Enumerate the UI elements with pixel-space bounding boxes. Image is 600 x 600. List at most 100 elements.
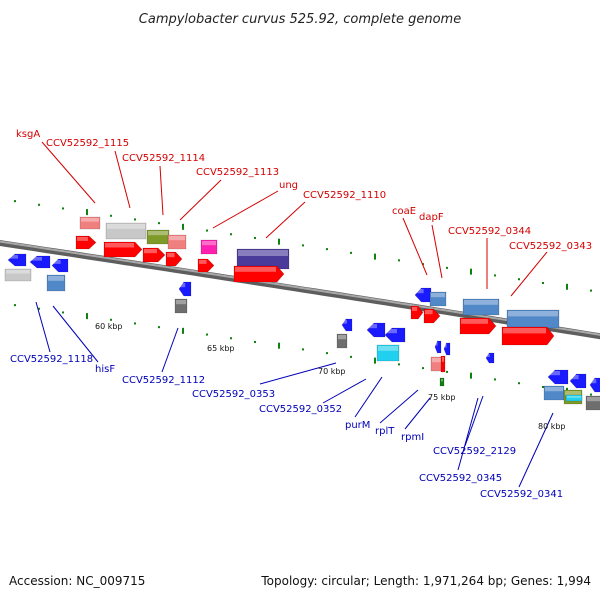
gene-glyph-shine <box>565 391 581 396</box>
map-title: Campylobacter curvus 525.92, complete ge… <box>139 12 461 27</box>
leader-line <box>52 305 99 363</box>
gene-glyph-shine <box>587 397 600 402</box>
gene-glyph-shine <box>431 293 445 298</box>
gene-glyph-shine <box>445 344 447 348</box>
tick-mark <box>302 348 304 351</box>
gene-label: CCV52592_1113 <box>196 167 279 178</box>
leader-line <box>402 217 428 276</box>
gene-glyph <box>142 247 166 263</box>
gene-glyph-shine <box>503 328 546 334</box>
tick-mark <box>566 283 568 290</box>
gene-glyph <box>233 265 285 283</box>
gene-glyph <box>501 326 555 346</box>
gene-glyph-shine <box>571 375 579 380</box>
leader-line <box>518 412 554 488</box>
leader-line <box>265 201 306 239</box>
gene-label: CCV52592_0352 <box>259 404 342 415</box>
gene-glyph-shine <box>235 267 276 272</box>
tick-mark <box>86 313 88 320</box>
gene-label: ksgA <box>16 129 40 140</box>
gene-glyph <box>4 268 32 282</box>
gene-glyph <box>485 352 495 364</box>
tick-mark <box>182 223 184 230</box>
gene-glyph-shine <box>6 270 30 274</box>
gene-label: CCV52592_1114 <box>122 153 205 164</box>
tick-mark <box>278 238 280 245</box>
gene-glyph-shine <box>442 357 444 362</box>
gene-glyph-shine <box>441 379 443 382</box>
gene-glyph <box>341 318 353 332</box>
gene-label: rplT <box>375 426 395 437</box>
topology-text: Topology: circular; Length: 1,971,264 bp… <box>261 574 591 588</box>
scale-tick-label: 65 kbp <box>207 344 235 353</box>
tick-mark <box>542 385 544 388</box>
gene-glyph-shine <box>508 311 558 317</box>
gene-label: CCV52592_0345 <box>419 473 502 484</box>
tick-mark <box>494 274 496 277</box>
backbone <box>0 239 600 340</box>
tick-mark <box>374 357 376 364</box>
backbone-layer <box>0 239 600 340</box>
leader-line <box>259 362 337 385</box>
gene-glyph-shine <box>148 231 168 236</box>
gene-glyph-shine <box>545 387 563 392</box>
gene-glyph-shine <box>425 310 433 315</box>
gene-label: CCV52592_1115 <box>46 138 129 149</box>
gene-glyph-shine <box>378 346 398 351</box>
tick-mark <box>350 355 352 358</box>
tick-mark <box>14 200 16 203</box>
gene-glyph-shine <box>464 300 498 305</box>
gene-glyph <box>434 340 442 354</box>
leader-line <box>212 190 279 229</box>
gene-glyph-shine <box>105 243 134 248</box>
gene-glyph <box>459 317 497 335</box>
gene-glyph-shine <box>176 300 186 305</box>
gene-glyph <box>569 373 587 389</box>
tick-mark <box>590 289 592 292</box>
gene-glyph <box>440 355 446 373</box>
gene-glyph <box>51 258 69 273</box>
tick-mark <box>158 326 160 329</box>
tick-mark <box>518 278 520 281</box>
gene-glyph <box>429 291 447 307</box>
tick-mark <box>206 333 208 336</box>
gene-label: hisF <box>95 364 115 375</box>
gene-label: CCV52592_2129 <box>433 446 516 457</box>
leader-line <box>35 301 51 353</box>
scale-tick-label: 80 kbp <box>538 422 566 431</box>
tick-mark <box>230 233 232 236</box>
gene-label: CCV52592_1112 <box>122 375 205 386</box>
gene-label: dapF <box>419 212 444 223</box>
gene-glyph <box>506 309 560 329</box>
tick-mark <box>446 370 448 373</box>
gene-glyph-shine <box>48 276 64 281</box>
tick-mark <box>422 263 424 266</box>
tick-mark <box>134 322 136 325</box>
gene-glyph <box>29 255 51 269</box>
tick-mark <box>350 251 352 254</box>
leader-line <box>159 165 164 216</box>
gene-glyph <box>443 342 451 356</box>
leader-line <box>161 327 179 373</box>
gene-glyph-shine <box>436 342 438 346</box>
scale-tick-label: 75 kbp <box>428 393 456 402</box>
gene-glyph-shine <box>202 241 216 246</box>
tick-mark <box>470 268 472 275</box>
tick-mark <box>446 266 448 269</box>
tick-mark <box>590 393 592 396</box>
leader-line <box>510 251 548 297</box>
gene-glyph-shine <box>461 319 488 324</box>
gene-glyph-shine <box>591 379 597 384</box>
gene-label: CCV52592_0343 <box>509 241 592 252</box>
gene-glyph <box>105 222 147 240</box>
gene-glyph-shine <box>180 283 186 288</box>
tick-mark <box>470 372 472 379</box>
tick-mark <box>278 342 280 349</box>
gene-glyph-shine <box>169 236 185 241</box>
tick-mark <box>62 207 64 210</box>
gene-glyph-shine <box>238 250 288 256</box>
gene-label: rpmI <box>401 432 424 443</box>
gene-glyph <box>200 239 218 255</box>
tick-mark <box>182 327 184 334</box>
